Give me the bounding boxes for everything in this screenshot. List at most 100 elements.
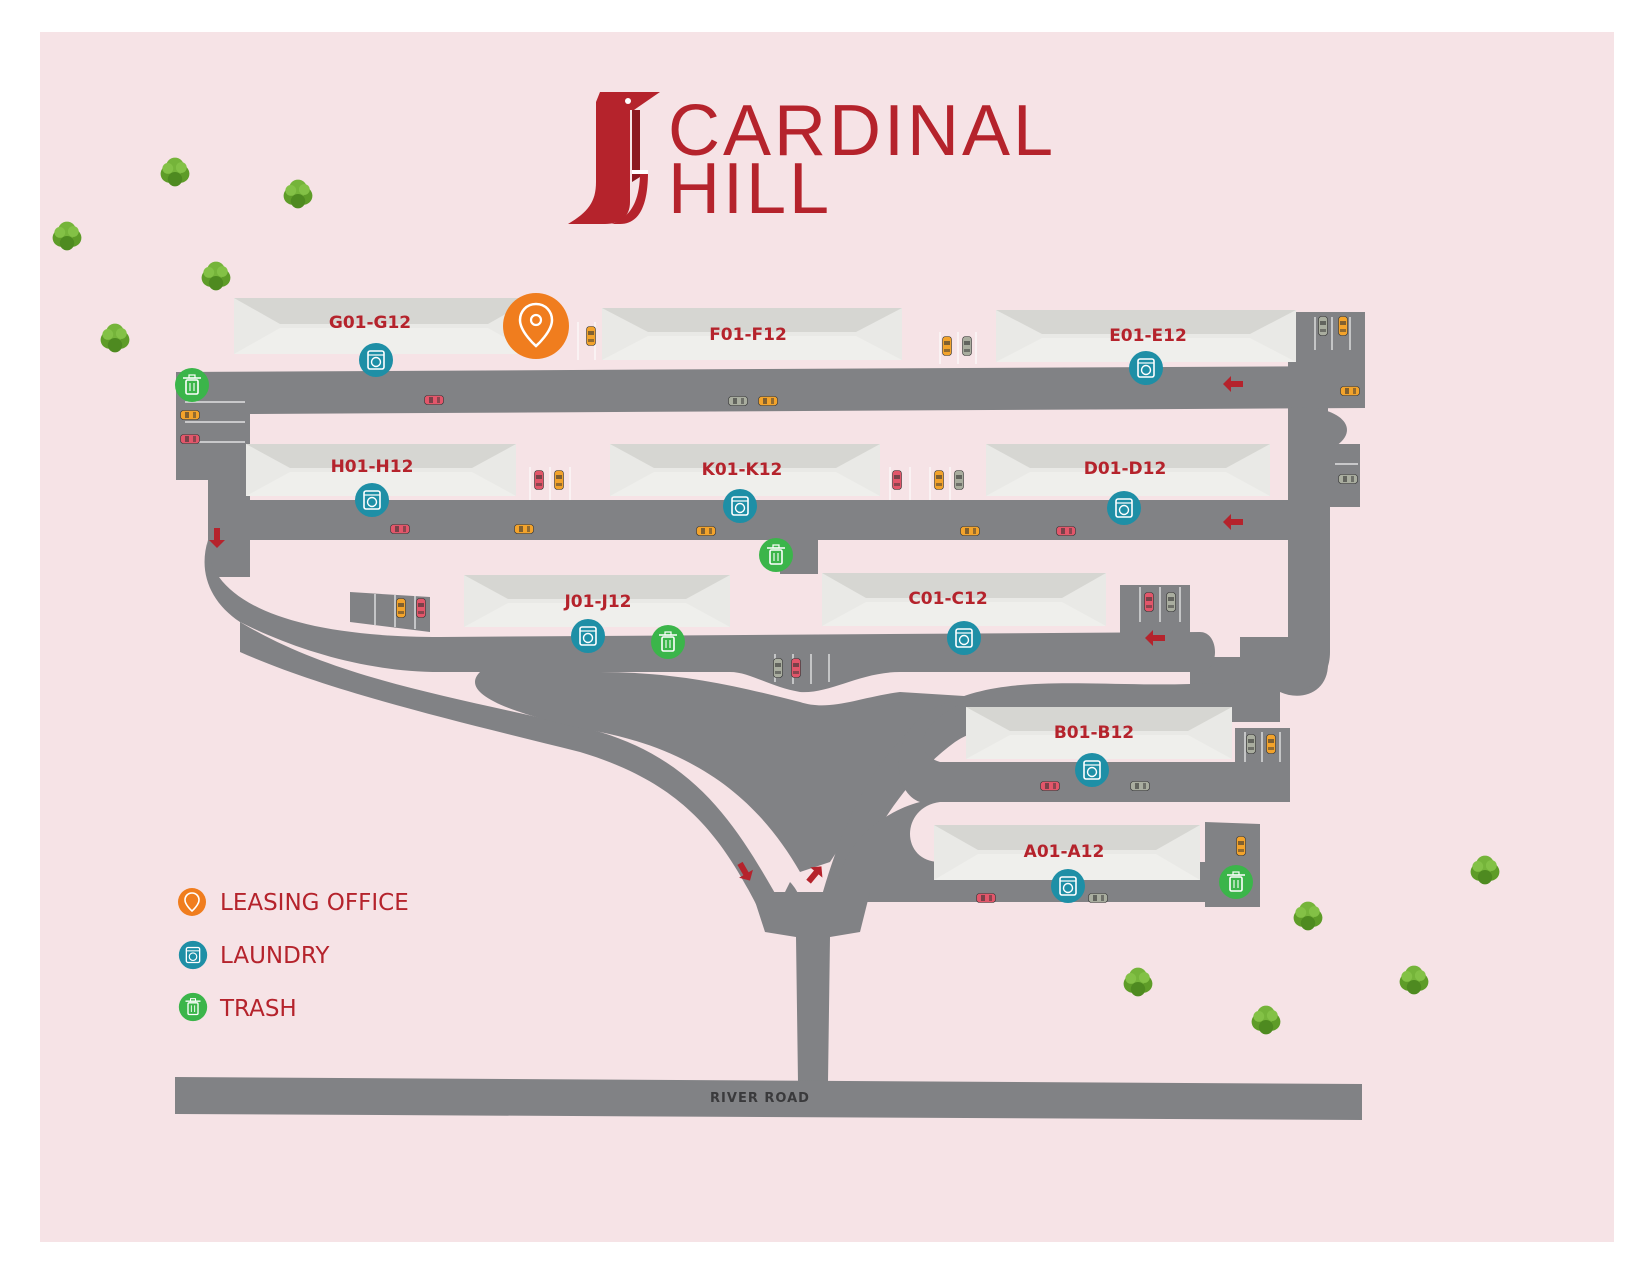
car (180, 410, 200, 420)
building-b: B01-B12 (966, 707, 1232, 759)
car (1246, 734, 1256, 754)
road-right-loop (1288, 407, 1347, 452)
buildings: G01-G12 F01-F12 E01-E12 H01-H12 K01-K12 (234, 298, 1296, 880)
tree-icon (100, 323, 130, 353)
cardinal-bird-mark (568, 92, 660, 224)
car (1144, 592, 1154, 612)
car (180, 434, 200, 444)
car (586, 326, 596, 346)
building-label-f: F01-F12 (709, 325, 787, 345)
road-right-lower-vertical (1190, 507, 1330, 692)
tree-icon (160, 157, 190, 187)
car (1056, 526, 1076, 536)
tree-icon (1470, 855, 1500, 885)
road-b-loop (898, 702, 1288, 802)
road-j-parking (350, 592, 430, 632)
building-label-h: H01-H12 (331, 457, 414, 477)
building-j: J01-J12 (464, 575, 730, 627)
car (1266, 734, 1276, 754)
car (554, 470, 564, 490)
car (390, 524, 410, 534)
building-label-g: G01-G12 (329, 313, 411, 333)
cardinal-hill-logo: CARDINAL HILL (568, 91, 1056, 229)
legend-label-trash: TRASH (219, 996, 297, 1022)
building-label-k: K01-K12 (702, 460, 783, 480)
car (892, 470, 902, 490)
car (942, 336, 952, 356)
river-road (175, 1077, 1362, 1120)
leasing-office-marker[interactable] (503, 293, 569, 359)
washing-machine-icon[interactable] (946, 620, 982, 656)
car (1340, 386, 1360, 396)
car (1166, 592, 1176, 612)
building-f: F01-F12 (602, 308, 902, 360)
building-label-c: C01-C12 (908, 589, 987, 609)
building-label-d: D01-D12 (1084, 459, 1167, 479)
road-right-top-spur (1288, 444, 1360, 507)
washing-machine-icon[interactable] (358, 342, 394, 378)
building-a: A01-A12 (934, 825, 1200, 880)
washing-machine-icon[interactable] (722, 488, 758, 524)
car (696, 526, 716, 536)
map-pin-icon (184, 892, 200, 913)
building-c: C01-C12 (822, 573, 1106, 626)
road-right-spur (1288, 312, 1365, 408)
tree-icon (1251, 1005, 1281, 1035)
car (514, 524, 534, 534)
car (424, 395, 444, 405)
legend-label-laundry: LAUNDRY (220, 943, 330, 969)
road-name-river-road: RIVER ROAD (710, 1091, 810, 1106)
tree-icon (1123, 967, 1153, 997)
building-k: K01-K12 (610, 444, 880, 496)
car (1318, 316, 1328, 336)
car (960, 526, 980, 536)
washing-machine-icon[interactable] (1128, 350, 1164, 386)
tree-icon (1399, 965, 1429, 995)
car (773, 658, 783, 678)
road-south-left-branch (240, 622, 780, 912)
washing-machine-icon[interactable] (1106, 490, 1142, 526)
road-middle (208, 500, 1330, 540)
trash-can-icon[interactable] (650, 624, 686, 660)
map-pin-icon (518, 302, 554, 348)
tree-icon (52, 221, 82, 251)
washing-machine-icon[interactable] (1074, 752, 1110, 788)
building-label-j: J01-J12 (563, 592, 631, 612)
road-south-right-branch (820, 682, 1280, 912)
trash-can-icon[interactable] (174, 367, 210, 403)
car (1088, 893, 1108, 903)
legend-item-trash: TRASH (178, 992, 297, 1022)
parking-stripes (185, 317, 1358, 762)
washing-machine-icon[interactable] (354, 482, 390, 518)
car (791, 658, 801, 678)
car (1338, 474, 1358, 484)
washing-machine-icon[interactable] (1050, 868, 1086, 904)
car (396, 598, 406, 618)
washing-machine-icon (178, 940, 208, 970)
trash-can-icon[interactable] (758, 537, 794, 573)
car (416, 598, 426, 618)
tree-icon (201, 261, 231, 291)
washing-machine-icon[interactable] (570, 618, 606, 654)
tree-icon (1293, 901, 1323, 931)
map-legend: LEASING OFFICE LAUNDRY TRASH (178, 888, 409, 1022)
building-label-b: B01-B12 (1054, 723, 1134, 743)
car (976, 893, 996, 903)
building-g: G01-G12 (234, 298, 534, 354)
trash-can-icon[interactable] (1218, 864, 1254, 900)
building-d: D01-D12 (986, 444, 1270, 496)
car (728, 396, 748, 406)
legend-label-leasing: LEASING OFFICE (220, 890, 409, 916)
site-map: G01-G12 F01-F12 E01-E12 H01-H12 K01-K12 (40, 32, 1614, 1242)
car (1040, 781, 1060, 791)
car (1130, 781, 1150, 791)
car (1338, 316, 1348, 336)
car (758, 396, 778, 406)
building-h: H01-H12 (246, 444, 516, 496)
logo-text-line1: CARDINAL (668, 91, 1056, 171)
building-label-a: A01-A12 (1024, 842, 1105, 862)
car (934, 470, 944, 490)
legend-item-leasing: LEASING OFFICE (178, 888, 409, 916)
building-label-e: E01-E12 (1109, 326, 1187, 346)
road-entrance-stem (752, 892, 870, 1082)
